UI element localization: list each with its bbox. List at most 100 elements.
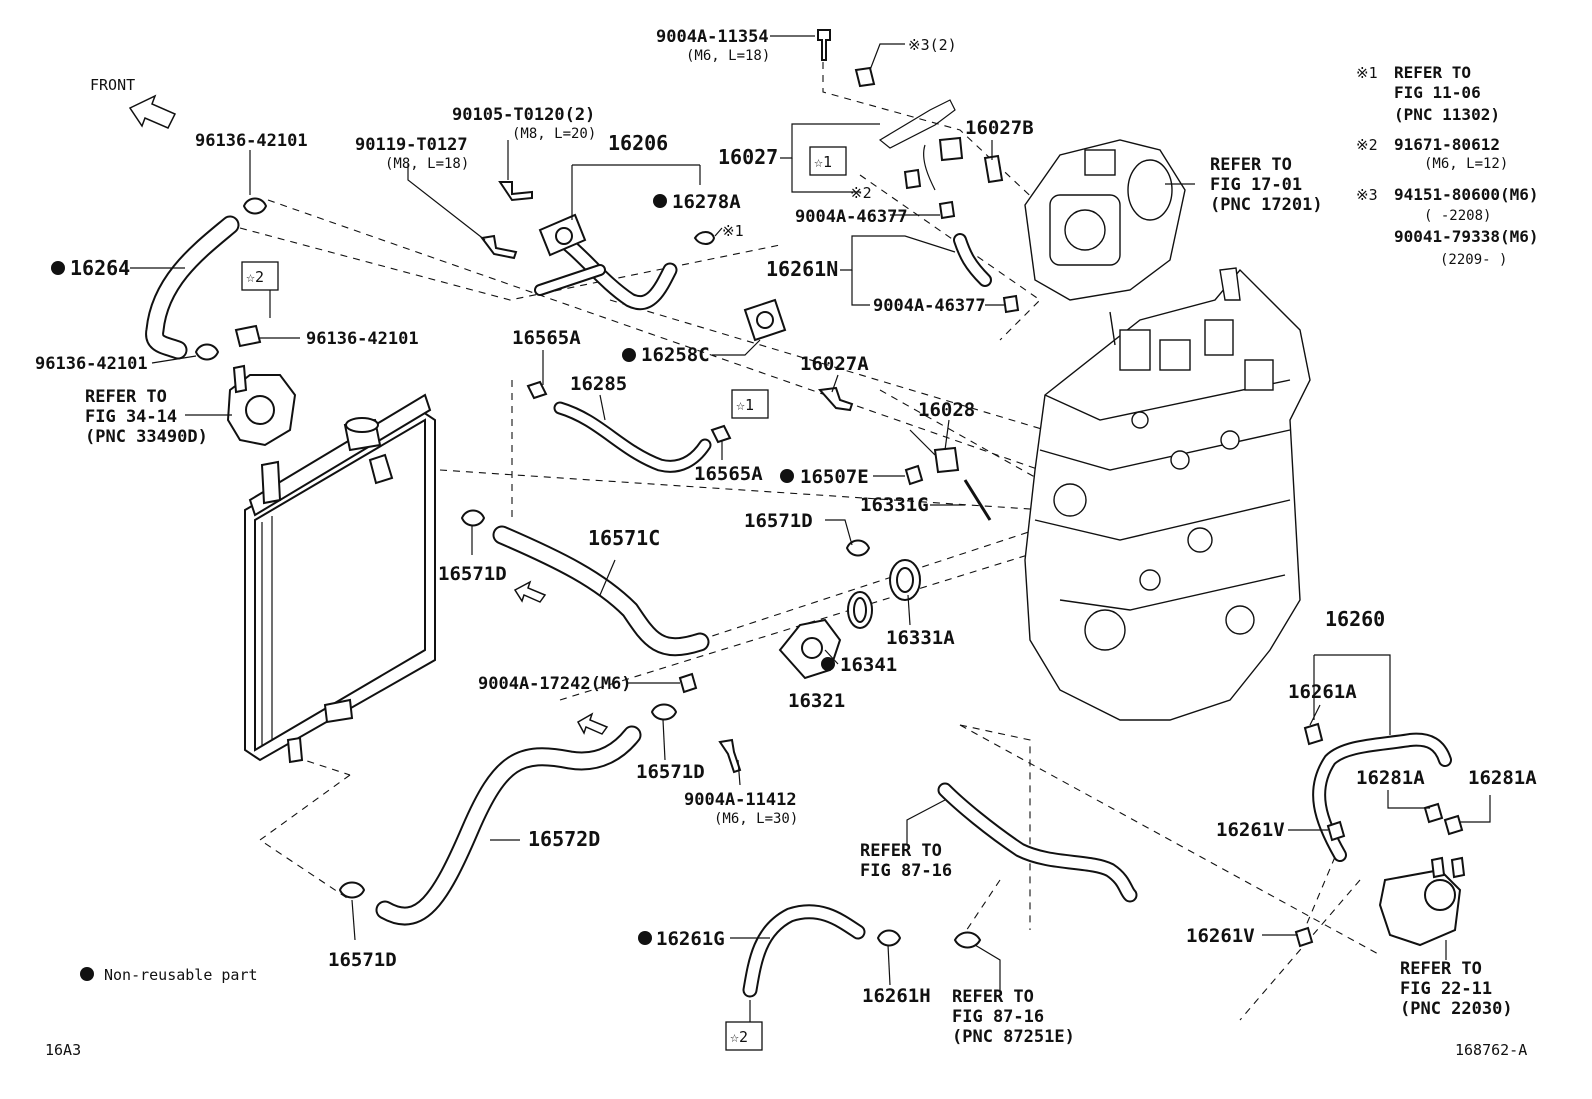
star-mark-2-left: ☆2 [241,261,279,291]
label-16261n: 16261N [766,257,838,281]
label-16261a: 16261A [1288,681,1357,703]
note-3-line4: (2209- ) [1440,252,1507,268]
label-refer-17-01-line3: (PNC 17201) [1210,195,1323,215]
label-refer-22-11-line3: (PNC 22030) [1400,999,1513,1019]
label-96136-42101-top: 96136-42101 [195,131,308,151]
note-3-line2: ( -2208) [1424,208,1491,224]
label-16571d-mid: 16571D [744,510,813,532]
label-16571d-left: 16571D [438,563,507,585]
label-16027: 16027 [718,145,778,169]
flow-arrow-lower [576,712,609,735]
label-16028: 16028 [918,399,975,421]
label-refer-87-16-b-line2: FIG 87-16 [952,1007,1044,1027]
note-2-line1: 91671-80612 [1394,135,1500,154]
note-1-line3: (PNC 11302) [1394,105,1500,124]
label-16261h: 16261H [862,985,931,1007]
label-90105-spec: (M8, L=20) [512,126,596,142]
label-16027b: 16027B [965,117,1034,139]
svg-text:☆1: ☆1 [736,396,754,414]
label-16206: 16206 [608,131,668,155]
radiator [244,393,436,764]
note-3-line3: 90041-79338(M6) [1394,227,1539,246]
hoses [145,215,1452,998]
label-16321: 16321 [788,690,845,712]
label-16572d: 16572D [528,827,600,851]
front-arrow: FRONT [90,76,177,129]
illustration-id: 168762-A [1455,1041,1527,1059]
label-16331g: 16331G [860,494,929,516]
label-refer-87-16-a-line2: FIG 87-16 [860,861,952,881]
label-96136-42101-left: 96136-42101 [35,354,148,374]
label-16261v-top: 16261V [1216,819,1285,841]
label-16261v-bottom: 16261V [1186,925,1255,947]
label-16507e: 16507E [800,466,869,488]
star-mark-2-bottom: ☆2 [725,1021,763,1051]
svg-text:☆1: ☆1 [814,153,832,171]
label-16285: 16285 [570,373,627,395]
star-mark-1-mid: ☆1 [731,389,769,419]
label-16571c: 16571C [588,526,660,550]
label-16571d-bottom: 16571D [328,949,397,971]
label-90119-t0127: 90119-T0127 [355,135,468,155]
note-1-line1: REFER TO [1394,63,1471,82]
label-90105-t0120: 90105-T0120(2) [452,105,595,125]
label-refer-87-16-b-line1: REFER TO [952,987,1034,1007]
label-16331a: 16331A [886,627,955,649]
label-96136-42101-mid: 96136-42101 [306,329,419,349]
label-16261g: 16261G [656,928,725,950]
label-16260: 16260 [1325,607,1385,631]
label-refer-17-01-line2: FIG 17-01 [1210,175,1302,195]
label-16341: 16341 [840,654,897,676]
star-mark-1-top: ☆1 [809,146,847,176]
note-3-line1: 94151-80600(M6) [1394,185,1539,204]
non-reusable-markers [51,194,835,981]
label-9004a-46377-b: 9004A-46377 [873,296,986,316]
label-9004a-17242: 9004A-17242(M6) [478,674,632,694]
label-refer-87-16-b-line3: (PNC 87251E) [952,1027,1075,1047]
label-ref2: ※2 [850,184,872,202]
label-16565a-top: 16565A [512,327,581,349]
leader-lines [130,35,1491,1022]
label-9004a-11354: 9004A-11354 [656,27,769,47]
label-16281a-left: 16281A [1356,767,1425,789]
note-1-line2: FIG 11-06 [1394,83,1481,102]
label-refer-34-14-line1: REFER TO [85,387,167,407]
svg-text:☆2: ☆2 [730,1028,748,1046]
small-parts [194,29,1466,949]
label-16278a: 16278A [672,191,741,213]
label-refer-34-14-line3: (PNC 33490D) [85,427,208,447]
flow-arrow-upper [513,580,547,603]
label-ref3-2: ※3(2) [908,36,957,54]
water-pipe-16206 [534,213,678,311]
svg-text:☆2: ☆2 [246,268,264,286]
label-9004a-46377-a: 9004A-46377 [795,207,908,227]
label-ref1: ※1 [722,222,744,240]
note-2-mark: ※2 [1356,136,1378,154]
footnote-non-reusable: Non-reusable part [104,966,258,984]
label-16258c: 16258C [641,344,710,366]
label-16027a: 16027A [800,353,869,375]
label-9004a-11354-spec: (M6, L=18) [686,48,770,64]
label-90119-spec: (M8, L=18) [385,156,469,172]
throttle-body [1024,139,1186,301]
note-1-mark: ※1 [1356,64,1378,82]
label-16281a-right: 16281A [1468,767,1537,789]
label-refer-22-11-line1: REFER TO [1400,959,1482,979]
note-3-mark: ※3 [1356,186,1378,204]
reference-notes: ※1 REFER TO FIG 11-06 (PNC 11302) ※2 916… [1356,63,1539,268]
label-refer-22-11-line2: FIG 22-11 [1400,979,1492,999]
label-16264: 16264 [70,256,130,280]
label-9004a-11412-spec: (M6, L=30) [714,811,798,827]
part-labels: 9004A-11354 (M6, L=18) ※3(2) 96136-42101… [35,27,1537,1047]
note-2-line2: (M6, L=12) [1424,156,1508,172]
label-16571d-low: 16571D [636,761,705,783]
label-9004a-11412: 9004A-11412 [684,790,797,810]
front-label: FRONT [90,76,135,94]
label-refer-17-01-line1: REFER TO [1210,155,1292,175]
label-16565a-bottom: 16565A [694,463,763,485]
figure-code: 16A3 [45,1041,81,1059]
engine-block [1024,267,1311,721]
label-refer-34-14-line2: FIG 34-14 [85,407,177,427]
label-refer-87-16-a-line1: REFER TO [860,841,942,861]
